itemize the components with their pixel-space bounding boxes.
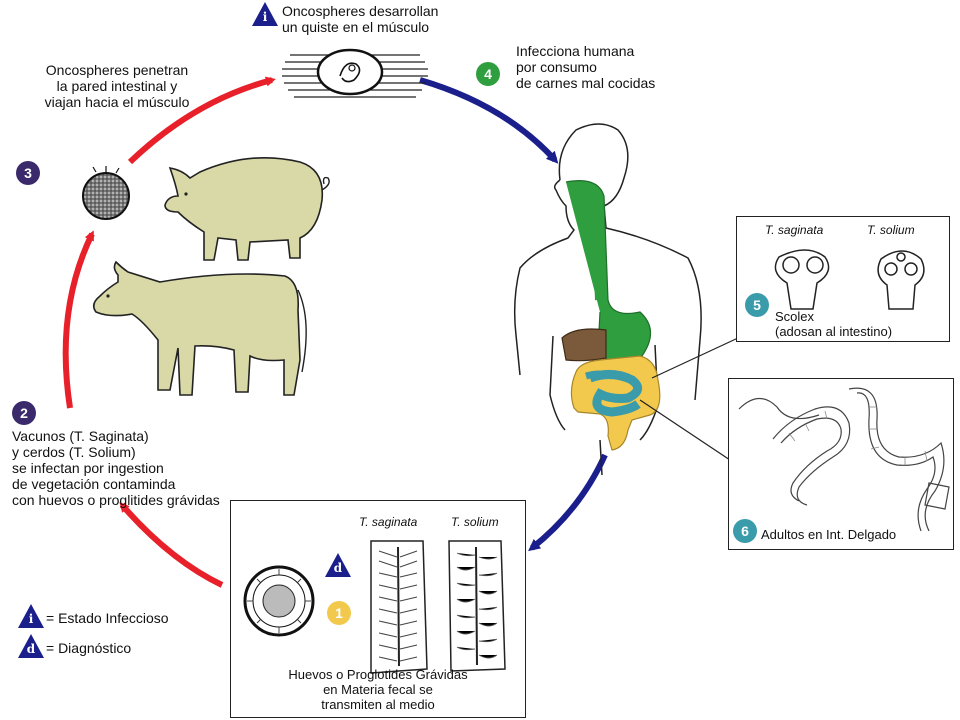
adult-worms-illustration xyxy=(738,387,950,532)
legend-infective-icon: i xyxy=(18,604,44,628)
step-1-caption: Huevos o Proglotides Grávidas en Materia… xyxy=(288,667,468,712)
step-4-badge: 4 xyxy=(476,62,500,86)
step-6-caption: Adultos en Int. Delgado xyxy=(761,527,897,542)
step-2-caption: Vacunos (T. Saginata) y cerdos (T. Soliu… xyxy=(12,428,220,508)
step-5-badge: 5 xyxy=(745,293,769,317)
proglottid-solium-label: T. solium xyxy=(451,515,499,529)
step-3-caption: Oncospheres penetran la pared intestinal… xyxy=(44,62,190,110)
scolex-illustrations xyxy=(774,249,925,310)
legend-infective-label: = Estado Infeccioso xyxy=(46,610,169,626)
legend-diagnostic-icon: d xyxy=(18,634,44,658)
arrow-2-to-3 xyxy=(62,230,95,409)
step-4-caption: Infecciona humana por consumo de carnes … xyxy=(516,43,656,91)
egg-proglottid-illustrations xyxy=(243,540,506,674)
arrow-3-to-cyst xyxy=(127,76,276,165)
arrow-1-to-2 xyxy=(119,501,224,588)
diagnostic-stage-icon: d xyxy=(325,553,351,577)
cyst-caption: Oncospheres desarrollan un quiste en el … xyxy=(282,3,439,35)
proglottid-saginata-label: T. saginata xyxy=(359,515,418,529)
step-6-badge: 6 xyxy=(733,519,757,543)
scolex-solium-label: T. solium xyxy=(867,223,915,237)
step-3-badge: 3 xyxy=(16,161,40,185)
step-5-caption: Scolex (adosan al intestino) xyxy=(775,309,893,339)
step-1-badge: 1 xyxy=(327,601,351,625)
step-2-badge: 2 xyxy=(12,401,36,425)
adult-worms-box: 6 Adultos en Int. Delgado xyxy=(728,378,954,550)
arrow-cyst-to-human xyxy=(419,77,559,164)
infective-stage-icon: i xyxy=(252,2,278,26)
legend-diagnostic-label: = Diagnóstico xyxy=(46,640,132,656)
scolex-saginata-label: T. saginata xyxy=(765,223,824,237)
scolex-box: T. saginata T. solium 5 Scolex (adosan a… xyxy=(736,216,950,342)
eggs-proglottids-box: T. saginata T. solium d 1 Huevos o Pr xyxy=(230,500,526,718)
arrow-human-to-eggs xyxy=(528,453,608,552)
